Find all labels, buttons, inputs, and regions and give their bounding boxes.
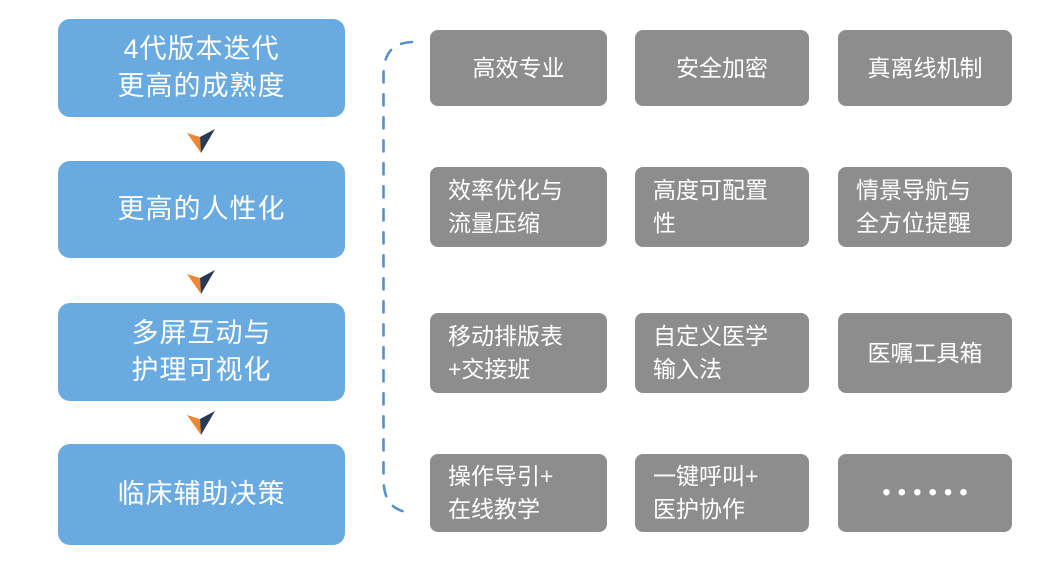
feature-label: 一键呼叫+ 医护协作	[653, 463, 759, 522]
stage-box-4: 临床辅助决策	[58, 444, 345, 545]
stage-label-1: 4代版本迭代 更高的成熟度	[117, 34, 286, 101]
feature-label: 高效专业	[472, 54, 565, 81]
feature-label: 医嘱工具箱	[867, 339, 983, 366]
feature-box-r4c1: 操作导引+ 在线教学	[430, 454, 607, 532]
feature-label: 真离线机制	[867, 54, 983, 81]
feature-box-r4c2: 一键呼叫+ 医护协作	[635, 454, 809, 532]
stage-box-2: 更高的人性化	[58, 161, 345, 258]
stage-label-4: 临床辅助决策	[117, 479, 286, 509]
feature-box-r3c2: 自定义医学 输入法	[635, 313, 809, 393]
feature-label: 自定义医学 输入法	[653, 323, 768, 382]
feature-box-r3c3: 医嘱工具箱	[838, 313, 1012, 393]
feature-label: 操作导引+ 在线教学	[448, 463, 554, 522]
down-arrow-icon	[187, 129, 215, 153]
stage-box-1: 4代版本迭代 更高的成熟度	[58, 19, 345, 117]
ellipsis-dots: ••••••	[882, 479, 975, 506]
feature-label: 高度可配置 性	[653, 177, 768, 236]
feature-box-r1c2: 安全加密	[635, 30, 809, 106]
feature-label: 情景导航与 全方位提醒	[856, 177, 971, 236]
down-arrow-icon	[187, 270, 215, 294]
feature-box-r1c3: 真离线机制	[838, 30, 1012, 106]
feature-box-r2c1: 效率优化与 流量压缩	[430, 167, 607, 247]
dashed-brace-bracket	[382, 40, 414, 515]
feature-label: 效率优化与 流量压缩	[448, 177, 563, 236]
stage-box-3: 多屏互动与 护理可视化	[58, 303, 345, 401]
stage-label-2: 更高的人性化	[117, 194, 286, 224]
feature-box-r2c3: 情景导航与 全方位提醒	[838, 167, 1012, 247]
feature-label: 移动排版表 +交接班	[448, 323, 563, 382]
feature-label: 安全加密	[676, 54, 768, 81]
feature-box-r1c1: 高效专业	[430, 30, 607, 106]
feature-box-r3c1: 移动排版表 +交接班	[430, 313, 607, 393]
feature-box-r4c4-more: ••••••	[838, 454, 1012, 532]
feature-box-r2c2: 高度可配置 性	[635, 167, 809, 247]
stage-label-3: 多屏互动与 护理可视化	[131, 318, 272, 385]
down-arrow-icon	[187, 411, 215, 435]
